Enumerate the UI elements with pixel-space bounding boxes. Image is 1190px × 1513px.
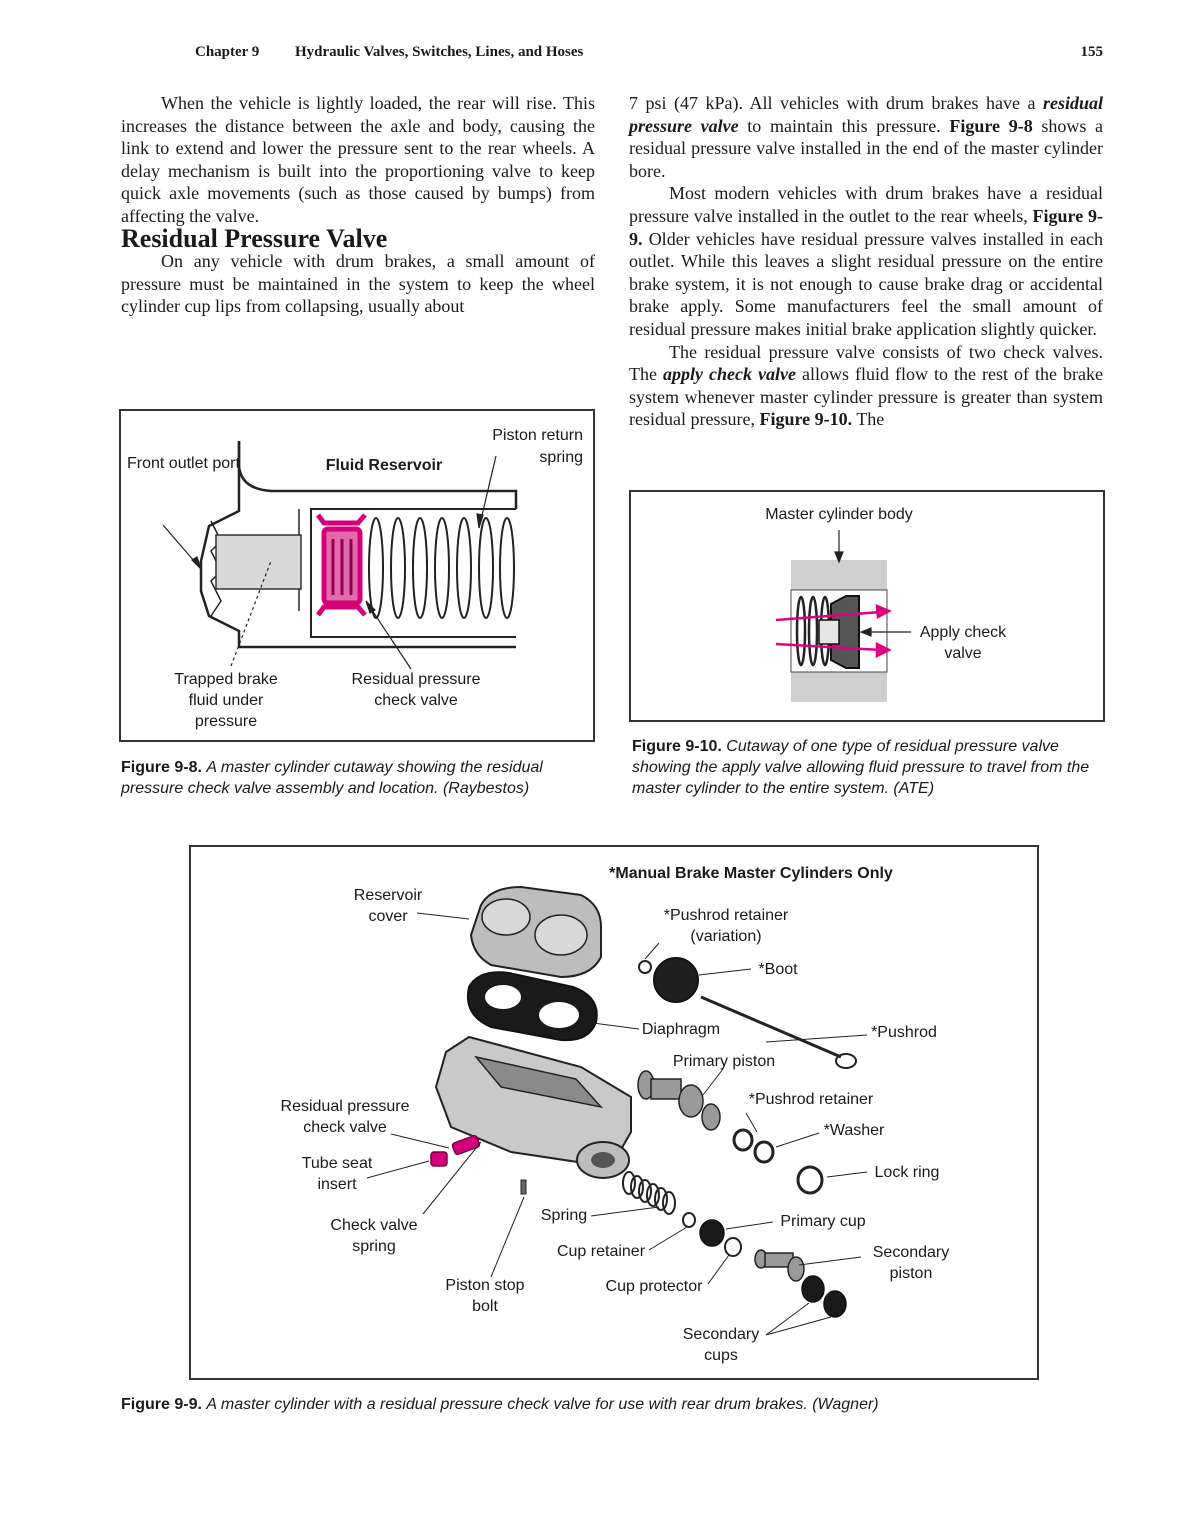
label-primary-piston: Primary piston	[672, 1053, 776, 1070]
text-segment: Most modern vehicles with drum brakes ha…	[629, 183, 1103, 226]
label-piston-return-spring: Piston return spring	[492, 427, 583, 466]
residual-valve-cutaway-drawing	[775, 530, 911, 702]
label-secondary-piston: Secondary piston	[872, 1244, 950, 1282]
text-segment: Older vehicles have residual pressure va…	[629, 228, 1103, 339]
residual-check-valve-part	[430, 1135, 481, 1167]
figure-9-9-title: *Manual Brake Master Cylinders Only	[609, 865, 893, 882]
figure-9-8: Front outlet port Fluid Reservoir Piston…	[119, 409, 595, 742]
label-lock-ring: Lock ring	[874, 1164, 940, 1181]
text-segment: The	[856, 409, 885, 430]
label-master-cylinder-body: Master cylinder body	[765, 506, 913, 523]
paragraph-residual-intro: On any vehicle with drum brakes, a small…	[121, 251, 595, 317]
chapter-label: Chapter 9	[195, 44, 260, 60]
label-spring: Spring	[540, 1207, 588, 1224]
label-check-valve-spring: Check valve spring	[330, 1217, 418, 1255]
label-piston-stop-bolt: Piston stop bolt	[445, 1277, 525, 1315]
text-segment: shows a residual pressure valve installe…	[629, 115, 1104, 181]
label-residual-check-valve: Residual pressure check valve	[351, 671, 481, 709]
label-tube-seat-insert: Tube seat insert	[301, 1155, 373, 1193]
paragraph-residual-valve: 7 psi (47 kPa). All vehicles with drum b…	[629, 92, 1103, 182]
figure-reference: Figure 9-10.	[759, 409, 853, 430]
label-fluid-reservoir: Fluid Reservoir	[325, 457, 443, 474]
label-cup-protector: Cup protector	[605, 1278, 703, 1295]
page-number: 155	[1080, 44, 1104, 60]
label-pushrod-retainer: *Pushrod retainer	[748, 1091, 874, 1108]
label-trapped-brake-fluid: Trapped brake fluid under pressure	[174, 671, 278, 730]
figure-9-9-caption: Figure 9-9. A master cylinder with a res…	[121, 1394, 1071, 1415]
label-front-outlet-port: Front outlet port	[127, 455, 240, 472]
chapter-title: Hydraulic Valves, Switches, Lines, and H…	[295, 44, 584, 60]
figure-9-9: *Manual Brake Master Cylinders Only Rese…	[189, 845, 1039, 1380]
master-cylinder-exploded-drawing	[366, 885, 868, 1336]
text-segment: The residual pressure valve consists of …	[629, 341, 1103, 385]
caption-text: Cutaway of one type of residual pressure…	[632, 738, 1090, 797]
label-secondary-cups: Secondary cups	[682, 1326, 760, 1364]
label-washer: *Washer	[823, 1122, 885, 1139]
text-segment: allows fluid flow to the rest of the bra…	[629, 364, 1104, 430]
section-heading: Residual Pressure Valve	[121, 223, 388, 253]
figure-reference: Figure 9-8	[949, 115, 1033, 136]
label-reservoir-cover: Reservoir cover	[353, 887, 423, 925]
caption-number: Figure 9-10.	[632, 738, 722, 755]
caption-text: A master cylinder cutaway showing the re…	[121, 759, 543, 797]
term-residual-pressure-valve: residual pressure valve	[629, 93, 1104, 136]
running-header: Chapter 9 Hydraulic Valves, Switches, Li…	[195, 44, 1105, 66]
label-pushrod-retainer-variation: *Pushrod retainer (variation)	[663, 907, 789, 945]
right-column: 7 psi (47 kPa). All vehicles with drum b…	[629, 92, 1103, 431]
caption-number: Figure 9-8.	[121, 759, 202, 776]
label-primary-cup: Primary cup	[780, 1213, 866, 1230]
figure-9-8-caption: Figure 9-8. A master cylinder cutaway sh…	[121, 757, 595, 799]
left-column: When the vehicle is lightly loaded, the …	[121, 92, 595, 318]
label-boot: *Boot	[758, 961, 798, 978]
figure-reference: Figure 9-9.	[629, 205, 1104, 249]
caption-text: A master cylinder with a residual pressu…	[206, 1396, 879, 1413]
paragraph-check-valves: The residual pressure valve consists of …	[629, 341, 1103, 431]
master-cylinder-cutaway-drawing	[162, 441, 518, 670]
label-residual-pressure-check-valve: Residual pressure check valve	[280, 1098, 410, 1136]
paragraph-modern-vehicles: Most modern vehicles with drum brakes ha…	[629, 182, 1103, 340]
label-diaphragm: Diaphragm	[641, 1021, 721, 1038]
caption-number: Figure 9-9.	[121, 1396, 202, 1413]
paragraph-proportioning: When the vehicle is lightly loaded, the …	[121, 93, 595, 226]
residual-check-valve-highlight	[316, 513, 367, 617]
figure-9-10: Master cylinder body Apply check valve	[629, 490, 1105, 722]
text-segment: 7 psi (47 kPa). All vehicles with drum b…	[629, 93, 1036, 113]
figure-9-10-caption: Figure 9-10. Cutaway of one type of resi…	[632, 736, 1106, 799]
term-apply-check-valve: apply check valve	[663, 364, 796, 385]
label-apply-check-valve: Apply check valve	[919, 624, 1007, 662]
text-segment: to maintain this pressure.	[747, 115, 941, 136]
label-pushrod: *Pushrod	[871, 1024, 937, 1041]
label-cup-retainer: Cup retainer	[556, 1243, 646, 1260]
